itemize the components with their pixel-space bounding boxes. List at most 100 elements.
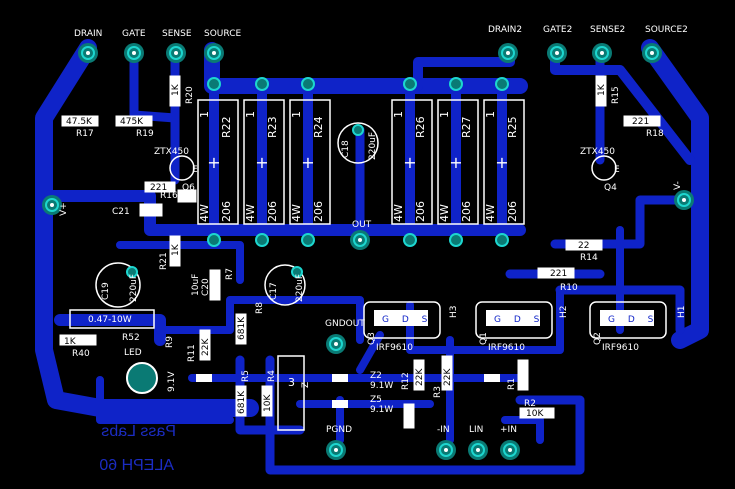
r19-value: 475K	[120, 117, 144, 127]
r23-code: 206	[266, 201, 279, 222]
r18-ref: R18	[646, 129, 664, 139]
q3-ref: Q3	[367, 332, 377, 345]
power-resistor-plus: +++ +++	[207, 153, 508, 172]
r25-ref: R25	[506, 116, 519, 138]
r23-value: 4W	[244, 204, 257, 222]
r4-ref: R4	[267, 370, 277, 382]
pad-gate2[interactable]	[547, 43, 567, 63]
r24-code: 206	[312, 201, 325, 222]
pad-drain2[interactable]	[498, 43, 518, 63]
q3-pin-s: S	[422, 315, 428, 325]
svg-text:+: +	[301, 153, 314, 172]
r13-ref: R13	[407, 410, 417, 428]
svg-text:+: +	[255, 153, 268, 172]
board-text-line1: Pass Labs	[101, 423, 176, 440]
e-right-label: E	[614, 165, 620, 175]
label-source2: SOURCE2	[645, 25, 688, 35]
e-left-label: E	[192, 165, 198, 175]
r27-ref: R27	[460, 116, 473, 138]
q3-pin-d: D	[402, 315, 409, 325]
pad-gndout[interactable]	[326, 334, 346, 354]
r27-pin: 1	[438, 111, 451, 118]
pad-pgnd[interactable]	[326, 440, 346, 460]
pad-out[interactable]	[350, 230, 370, 250]
r8-value: 681K	[237, 316, 247, 340]
c19-value: 220uF	[129, 274, 139, 302]
r11-value: 22K	[201, 338, 211, 356]
r24-ref: R24	[312, 116, 325, 138]
r22-code: 206	[220, 201, 233, 222]
r14-ref: R14	[580, 253, 598, 263]
q2-pins: G D S	[608, 315, 654, 325]
z2-value: 9.1W	[370, 381, 393, 391]
pad-sense2[interactable]	[592, 43, 612, 63]
label-minus-in: -IN	[437, 425, 450, 435]
r25-value: 4W	[484, 204, 497, 222]
r11-ref: R11	[187, 344, 197, 362]
cap-c17: C17 220uF	[264, 264, 306, 306]
r26-pin: 1	[392, 111, 405, 118]
r52-value: 0.47-10W	[88, 315, 132, 325]
small-resistors	[59, 75, 661, 429]
r23-ref: R23	[266, 116, 279, 138]
r22-value: 4W	[198, 204, 211, 222]
pad-lin[interactable]	[468, 440, 488, 460]
led: LED 9.1V	[124, 348, 177, 394]
r16-value: 221	[150, 183, 167, 193]
pad-v-plus[interactable]	[42, 195, 62, 215]
r17-ref: R17	[76, 129, 94, 139]
r23-pin: 1	[244, 111, 257, 118]
board-branding: Pass Labs ALEPH 60	[99, 423, 176, 474]
label-v-plus: V+	[59, 202, 69, 216]
z5-ref: Z5	[370, 395, 382, 405]
r27-code: 206	[460, 201, 473, 222]
r10-value: 221	[550, 269, 567, 279]
q3-part: IRF9610	[376, 343, 413, 353]
q2-pin-d: D	[628, 315, 635, 325]
c21-ref: C21	[112, 207, 130, 217]
r22-pin: 1	[198, 111, 211, 118]
label-sense: SENSE	[162, 29, 192, 39]
r26-code: 206	[414, 201, 427, 222]
pad-gate[interactable]	[124, 43, 144, 63]
board-text-line2: ALEPH 60	[99, 457, 174, 474]
label-gate2: GATE2	[543, 25, 572, 35]
c20-ref: C20	[201, 278, 211, 296]
cap-c19: C19 220uF	[95, 262, 141, 308]
r52-ref: R52	[122, 333, 140, 343]
svg-text:+: +	[403, 153, 416, 172]
pad-v-minus[interactable]	[674, 190, 694, 210]
pad-source2[interactable]	[642, 43, 662, 63]
cap-c18: C18 220uF	[337, 122, 379, 164]
c17-ref: C17	[269, 282, 279, 300]
pad-plus-in[interactable]	[500, 440, 520, 460]
q3-pin-g: G	[382, 315, 389, 325]
r20-ref: R20	[185, 86, 195, 104]
r5-ref: R5	[241, 370, 251, 382]
r4-value: 10K	[263, 394, 273, 412]
r18-value: 221	[632, 117, 649, 127]
q1-pin-s: S	[534, 315, 540, 325]
label-source: SOURCE	[204, 29, 241, 39]
label-pgnd: PGND	[326, 425, 352, 435]
z1-value: 9.1V	[167, 371, 177, 392]
label-lin: LIN	[469, 425, 483, 435]
label-out: OUT	[352, 220, 372, 230]
part-3-label: 3	[288, 376, 295, 389]
pad-minus-in[interactable]	[436, 440, 456, 460]
zener-diodes	[196, 374, 500, 408]
pad-sense[interactable]	[166, 43, 186, 63]
pad-source[interactable]	[204, 43, 224, 63]
power-resistor-bodies	[197, 99, 525, 225]
pad-drain[interactable]	[78, 43, 98, 63]
svg-text:+: +	[207, 153, 220, 172]
q1-pins: G D S	[494, 315, 540, 325]
q1-ref: Q1	[479, 332, 489, 345]
label-drain2: DRAIN2	[488, 25, 522, 35]
r26-ref: R26	[414, 116, 427, 138]
r12-value: 22K	[415, 368, 425, 386]
r14-value: 22	[578, 241, 589, 251]
r24-pin: 1	[290, 111, 303, 118]
r27-value: 4W	[438, 204, 451, 222]
